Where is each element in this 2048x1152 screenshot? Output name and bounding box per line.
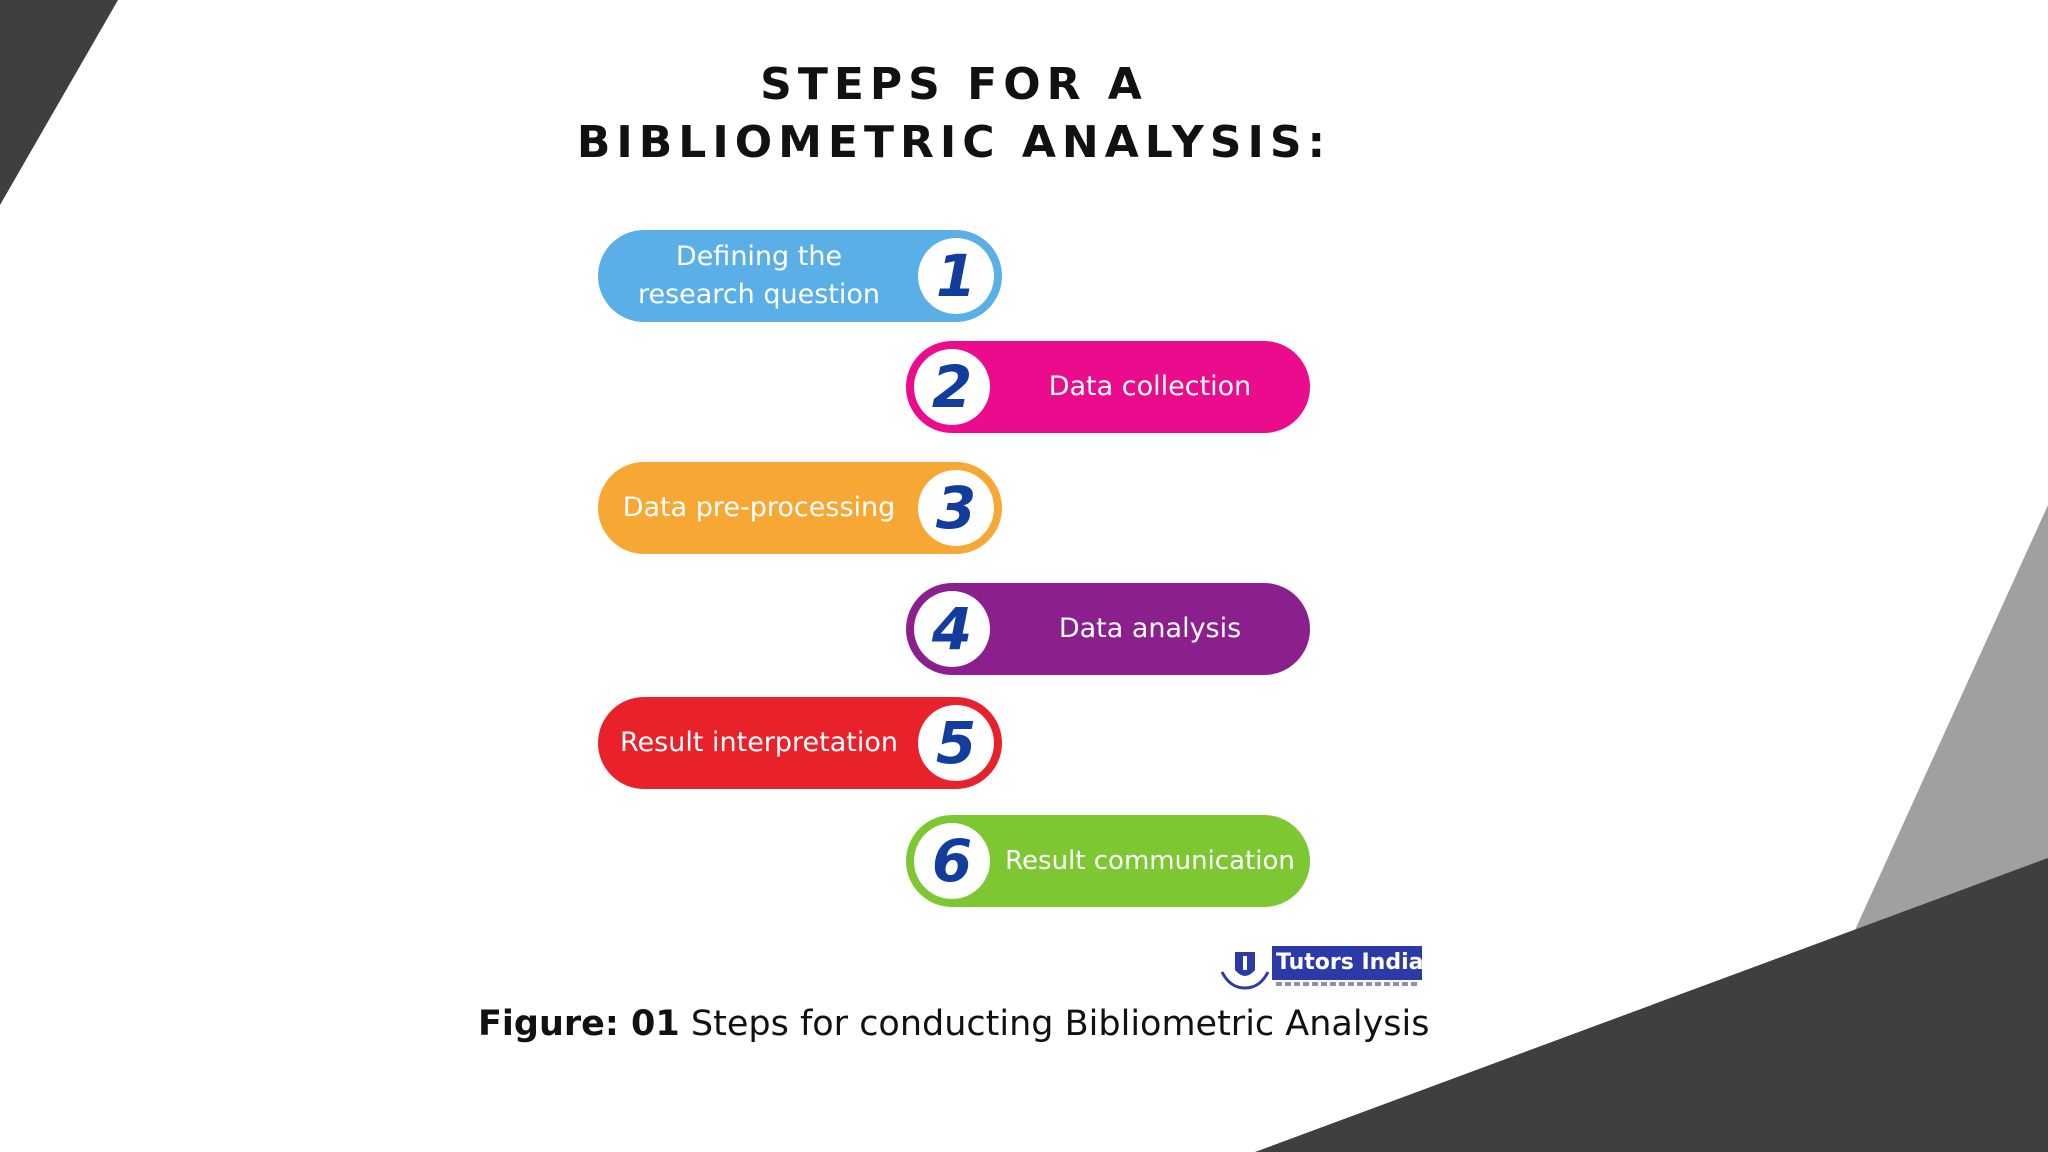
step-2-pill: 2 Data collection — [906, 341, 1310, 433]
figure-caption: Figure: 01 Steps for conducting Bibliome… — [478, 1004, 1430, 1044]
step-4-pill: 4 Data analysis — [906, 583, 1310, 675]
tutors-india-logo: Tutors India — [1220, 946, 1422, 990]
step-2-label: Data collection — [1048, 371, 1252, 402]
bottom-right-dark-triangle — [1255, 858, 2048, 1152]
step-3-pill: Data pre-processing 3 — [598, 462, 1002, 554]
step-1-label: Defining the research question — [637, 241, 881, 310]
step-2-number-badge: 2 — [914, 349, 990, 425]
step-4-label: Data analysis — [1058, 613, 1242, 644]
step-3-label: Data pre-processing — [622, 492, 896, 523]
logo-tagline — [1276, 982, 1420, 986]
step-1-pill: Defining the research question 1 — [598, 230, 1002, 322]
title-line-2: BIBLIOMETRIC ANALYSIS: — [576, 117, 1332, 168]
logo-brand-text: Tutors India — [1272, 946, 1422, 980]
step-3-number-badge: 3 — [918, 470, 994, 546]
top-left-dark-triangle — [0, 0, 118, 205]
caption-prefix: Figure: 01 — [478, 1004, 680, 1044]
caption-text: Steps for conducting Bibliometric Analys… — [679, 1004, 1430, 1044]
step-6-number-badge: 6 — [914, 823, 990, 899]
step-5-number-badge: 5 — [918, 705, 994, 781]
step-5-pill: Result interpretation 5 — [598, 697, 1002, 789]
crest-icon — [1220, 952, 1270, 990]
step-5-label: Result interpretation — [619, 727, 899, 758]
title-line-1: STEPS FOR A — [760, 59, 1148, 110]
step-1-number-badge: 1 — [918, 238, 994, 314]
step-4-number-badge: 4 — [914, 591, 990, 667]
diagram-title: STEPS FOR A BIBLIOMETRIC ANALYSIS: — [0, 56, 1908, 172]
step-6-pill: 6 Result communication — [906, 815, 1310, 907]
step-6-label: Result communication — [1005, 846, 1295, 876]
